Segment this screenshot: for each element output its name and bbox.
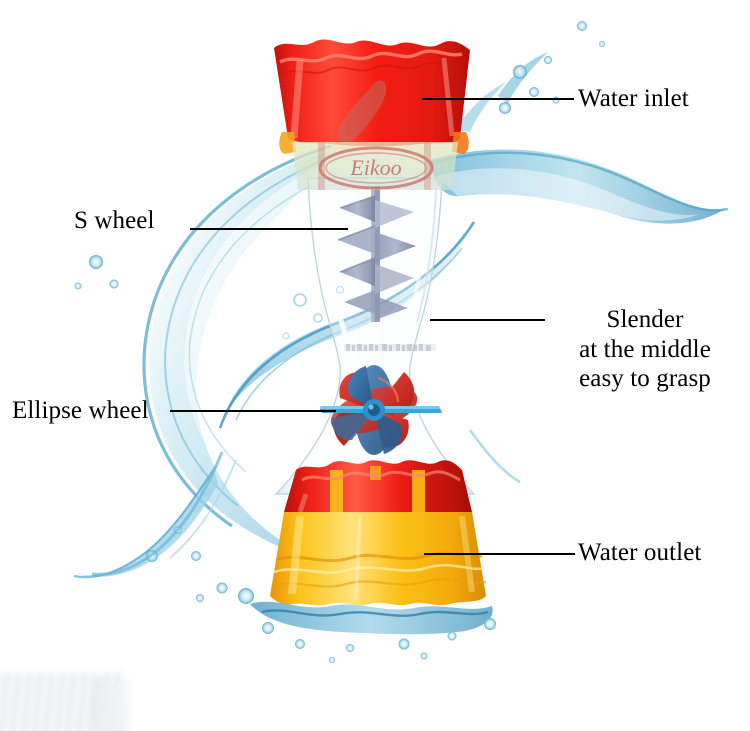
leader-line-water-inlet bbox=[422, 98, 574, 100]
label-slender: Slender at the middle easy to grasp bbox=[546, 305, 744, 394]
red-collar bbox=[284, 460, 472, 520]
water-outlet-base bbox=[270, 512, 487, 606]
svg-text:Eikoo: Eikoo bbox=[349, 155, 401, 180]
background-blur-artifact-2 bbox=[92, 681, 132, 731]
leader-line-water-outlet bbox=[424, 553, 575, 555]
ellipse-wheel bbox=[320, 365, 444, 455]
s-wheel-spiral bbox=[337, 186, 416, 322]
embossed-body-text bbox=[344, 344, 436, 351]
label-water-inlet: Water inlet bbox=[578, 85, 689, 112]
logo-band: Eikoo bbox=[292, 142, 458, 190]
label-water-outlet: Water outlet bbox=[578, 539, 702, 566]
water-inlet-funnel bbox=[274, 39, 470, 154]
leader-line-ellipse-wheel bbox=[170, 410, 336, 412]
label-slender-line-3: easy to grasp bbox=[579, 365, 711, 392]
label-slender-line-2: at the middle bbox=[579, 335, 711, 363]
label-slender-line-1: Slender bbox=[606, 306, 684, 333]
label-ellipse-wheel: Ellipse wheel bbox=[12, 397, 149, 424]
leader-line-s-wheel bbox=[190, 228, 348, 230]
label-s-wheel: S wheel bbox=[74, 207, 155, 234]
leader-line-slender bbox=[430, 319, 545, 321]
